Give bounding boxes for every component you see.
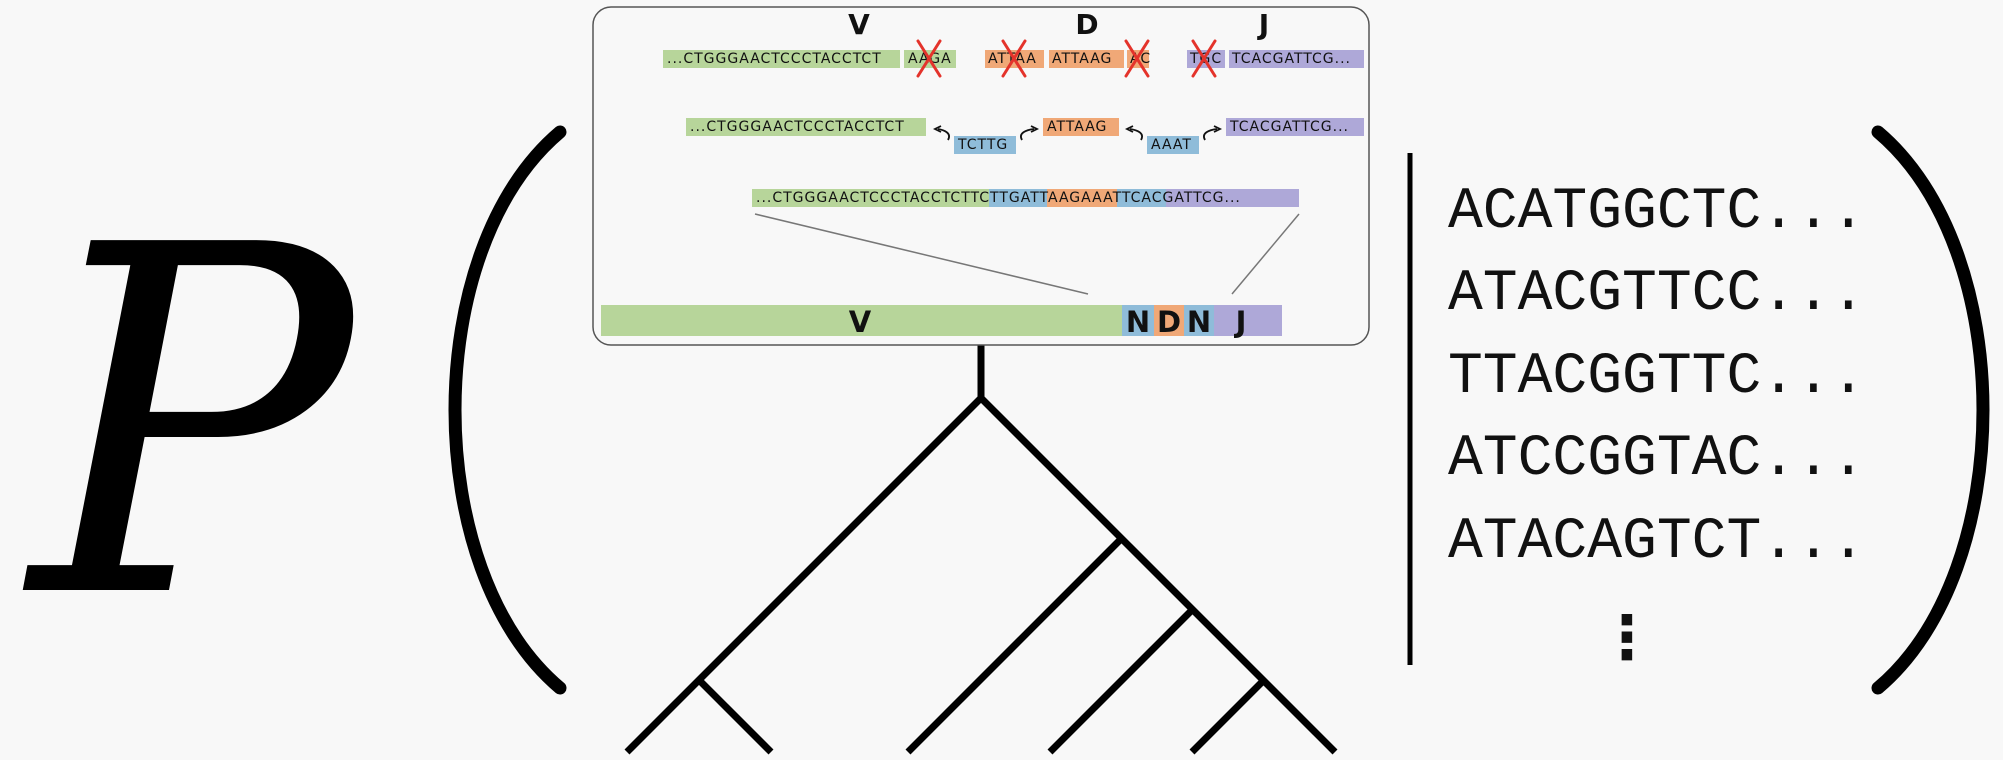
header-v: V: [848, 8, 870, 41]
probability-symbol: P: [23, 145, 361, 704]
header-d: D: [1075, 8, 1098, 41]
row1-v-box: [663, 50, 900, 68]
condition-sequence: ACATGGCTC...: [1448, 180, 1866, 245]
row1-d-core-text: ATTAAG: [1052, 51, 1112, 67]
row2-v-text: ...CTGGGAACTCCCTACCTCT: [690, 119, 905, 135]
header-j: J: [1257, 8, 1269, 41]
row3-n1-text: TCTTG: [970, 190, 1021, 206]
panel-frame: [592, 6, 1370, 346]
bar-v-label: V: [849, 305, 872, 339]
row3-n2-text: AAAT: [1081, 190, 1122, 206]
join-arrow-icon: [932, 125, 950, 141]
bar-n2-segment: [1184, 305, 1214, 336]
row3-d-text: ATTAAG: [1021, 190, 1081, 206]
zoom-line-left: [754, 213, 1089, 295]
row-insertions: ...CTGGGAACTCCCTACCTCT TCTTG ATTAAG AAAT…: [686, 118, 1364, 154]
join-arrow-icon: [1124, 125, 1143, 141]
bar-d-label: D: [1157, 305, 1181, 339]
phylogenetic-tree: [624, 345, 1338, 755]
row3-sequence: ...CTGGGAACTCCCTACCTCTTCTTGATTAAGAAATTCA…: [756, 190, 1241, 206]
row1-v-text: ...CTGGGAACTCCCTACCTCT: [667, 51, 882, 67]
row1-d-trim-left-text: ATTAA: [988, 51, 1037, 67]
bar-n2-label: N: [1187, 305, 1211, 339]
vdj-summary-bar: V N D N J: [601, 305, 1282, 339]
row1-j-box: [1229, 50, 1364, 68]
row2-n1-box: [954, 136, 1016, 154]
bar-v-segment: [601, 305, 1122, 336]
bar-n1-label: N: [1126, 305, 1150, 339]
row2-n2-box: [1147, 136, 1199, 154]
bar-j-label: J: [1234, 305, 1247, 339]
right-parenthesis: [1871, 125, 1990, 695]
row3-d-box: [1047, 189, 1117, 207]
bar-n1-segment: [1122, 305, 1154, 336]
condition-sequence: TTACGGTTC...: [1448, 345, 1866, 410]
row2-v-box: [686, 118, 926, 136]
bar-j-segment: [1214, 305, 1282, 336]
condition-sequence: ATACGTTCC...: [1448, 262, 1866, 327]
join-arrow-icon: [1203, 125, 1223, 141]
row2-n2-text: AAAT: [1151, 137, 1192, 153]
row2-j-text: TCACGATTCG...: [1229, 119, 1349, 135]
deletion-cross-icon: [1191, 39, 1217, 78]
row3-j-box: [1166, 189, 1299, 207]
row2-j-box: [1226, 118, 1364, 136]
row3-j-text: TCACGATTCG...: [1121, 190, 1241, 206]
row1-j-text: TCACGATTCG...: [1231, 51, 1351, 67]
join-arrow-icon: [1020, 125, 1040, 141]
deletion-cross-icon: [916, 39, 942, 78]
zoom-line-right: [1231, 213, 1300, 295]
condition-sequence: ATCCGGTAC...: [1448, 427, 1866, 492]
row3-n2-box: [1117, 189, 1166, 207]
row3-n1-box: [989, 189, 1047, 207]
row3-v-box: [752, 189, 989, 207]
row2-d-box: [1043, 118, 1119, 136]
vertical-ellipsis: ⋮: [1597, 603, 1657, 673]
row1-d-core-box: [1049, 50, 1124, 68]
recombination-panel: V D J ...CTGGGAACTCCCTACCTCT AAGA ATTAA …: [592, 6, 1370, 346]
condition-sequence: ATACAGTCT...: [1448, 510, 1866, 575]
row-recombined: ...CTGGGAACTCCCTACCTCTTCTTGATTAAGAAATTCA…: [752, 189, 1299, 207]
bar-d-segment: [1154, 305, 1184, 336]
deletion-cross-icon: [1001, 39, 1027, 78]
row3-v-text: ...CTGGGAACTCCCTACCTCT: [756, 190, 971, 206]
condition-sequence-list: ACATGGCTC... ATACGTTCC... TTACGGTTC... A…: [1448, 180, 1866, 673]
row2-d-text: ATTAAG: [1047, 119, 1107, 135]
left-parenthesis: [448, 125, 567, 695]
row-germline: ...CTGGGAACTCCCTACCTCT AAGA ATTAA ATTAAG…: [663, 39, 1364, 78]
row2-n1-text: TCTTG: [957, 137, 1008, 153]
deletion-cross-icon: [1124, 39, 1150, 78]
